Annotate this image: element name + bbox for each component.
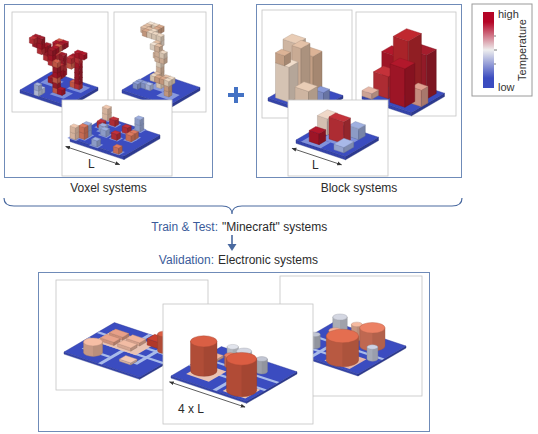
legend-label: low (498, 80, 515, 94)
voxel-cube (122, 124, 131, 128)
block-cuboid (309, 127, 326, 134)
board-plate (171, 347, 297, 402)
legend-swatch (483, 78, 494, 88)
legend-title: Temperature (515, 19, 529, 81)
thumbnail (288, 100, 388, 176)
voxel-cube (57, 87, 65, 90)
board-plate (70, 117, 160, 156)
voxel-cube (155, 44, 163, 47)
voxel-cube (102, 105, 111, 109)
voxel-cube (133, 81, 141, 84)
chip-package (118, 340, 138, 348)
block-cuboid (276, 49, 291, 56)
chip-package (101, 334, 121, 342)
voxel-cube (101, 127, 110, 131)
thumbnail-frame (62, 100, 172, 176)
capacitor-top (333, 314, 347, 320)
voxel-cube (79, 124, 88, 128)
capacitor-top (227, 344, 238, 349)
thumbnail-frame (114, 12, 206, 112)
voxel-cube (135, 116, 144, 120)
voxel-cube (97, 119, 106, 123)
voxel-cube (111, 131, 120, 135)
group-frame: Block systems (256, 4, 462, 178)
voxel-cube (48, 47, 56, 50)
voxel-cube (126, 132, 135, 136)
flow-arrow-head (228, 244, 237, 251)
thumbnail-frame (163, 304, 313, 424)
plus-sign (228, 87, 244, 103)
group-heading: Validation: (159, 253, 214, 267)
thumbnail (12, 12, 108, 112)
voxel-cube (113, 144, 122, 148)
legend-label: high (498, 7, 519, 21)
dimension-label: 4 x L (178, 402, 204, 416)
block-cuboid (393, 29, 421, 42)
voxel-cube (67, 55, 75, 58)
legend-swatch (483, 12, 494, 22)
capacitor-top (326, 329, 358, 343)
stage-label: Train & Test: (151, 220, 218, 234)
curly-bracket (4, 198, 462, 214)
board-heat-patch (156, 90, 179, 100)
capacitor-top (84, 338, 103, 346)
voxel-cube (159, 50, 167, 53)
voxel-cube (99, 123, 108, 127)
block-cuboid (292, 40, 310, 48)
capacitor-top (191, 336, 217, 347)
block-cuboid (390, 64, 405, 107)
voxel-cube (156, 33, 164, 36)
block-cuboid (390, 58, 415, 69)
legend-frame (472, 4, 532, 96)
thumbnail-frame (12, 12, 108, 112)
voxel-cube (59, 52, 67, 55)
dimension-label: L (312, 158, 319, 172)
board-heat-patch (80, 132, 94, 138)
chip-package (119, 355, 137, 362)
voxel-cube (70, 124, 79, 128)
block-cuboid (362, 87, 379, 94)
block-cuboid (405, 63, 415, 107)
capacitor-top (360, 323, 385, 334)
voxel-cube (29, 36, 37, 39)
group-frame: Validation:Electronic systems (38, 272, 430, 432)
group-frame: Voxel systems (4, 4, 213, 178)
block-cuboid (334, 138, 354, 147)
stage-label: "Minecraft" systems (222, 220, 327, 234)
thumbnail (163, 304, 313, 424)
voxel-cube (164, 78, 172, 81)
thumbnail-frame (288, 100, 388, 176)
voxel-cube (79, 52, 87, 55)
voxel-cube (53, 59, 61, 62)
block-cuboid (349, 122, 366, 129)
block-cuboid (329, 113, 350, 122)
capacitor-top (226, 352, 256, 365)
group-heading: Block systems (257, 181, 461, 195)
thumbnail (62, 100, 172, 176)
block-cuboid (276, 63, 290, 103)
capacitor-top (367, 345, 378, 350)
voxel-cube (37, 36, 45, 39)
voxel-cube (110, 117, 119, 121)
capacitor-top (256, 357, 267, 362)
thumbnail (114, 12, 206, 112)
group-heading: Electronic systems (218, 253, 318, 267)
flow-arrow-shaft (231, 235, 233, 245)
colorbar-gradient (483, 22, 494, 78)
dimension-label: L (88, 157, 95, 171)
voxel-cube (92, 137, 101, 141)
voxel-cube (145, 82, 153, 85)
board-heat-patch (127, 135, 141, 141)
group-heading: Voxel systems (5, 181, 212, 195)
colorbar-ticks (494, 36, 497, 64)
block-cuboid (295, 82, 318, 92)
voxel-cube (34, 82, 42, 85)
